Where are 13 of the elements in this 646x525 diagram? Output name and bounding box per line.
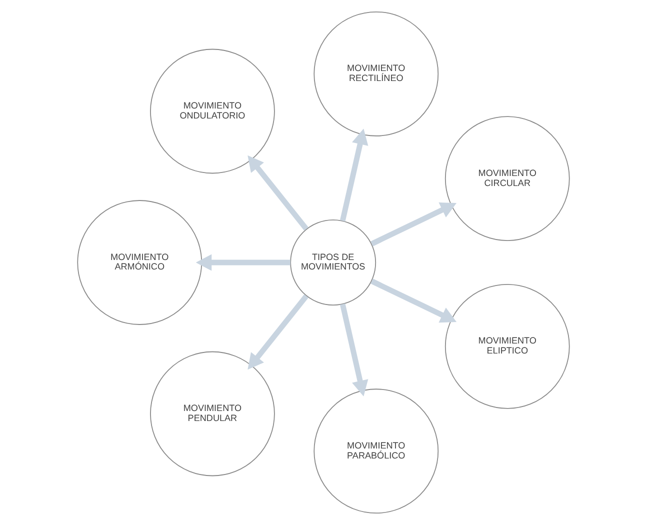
node-circle: MOVIMIENTO RECTILÍNEO [313, 11, 438, 136]
node-circle: MOVIMIENTO ELIPTICO [444, 284, 570, 409]
arrow [247, 294, 308, 370]
arrow [195, 254, 290, 271]
node-circle: TIPOS DE MOVIMIENTOS [290, 220, 376, 306]
node-circle: MOVIMIENTO PARABÓLICO [313, 388, 438, 514]
node-circle: MOVIMIENTO ARMÓNICO [76, 200, 202, 325]
arrow [339, 304, 368, 396]
arrow [370, 278, 456, 323]
node-circle: MOVIMIENTO CIRCULAR [444, 116, 570, 241]
arrow [247, 155, 308, 231]
arrow [339, 128, 368, 222]
arrow [370, 202, 456, 246]
